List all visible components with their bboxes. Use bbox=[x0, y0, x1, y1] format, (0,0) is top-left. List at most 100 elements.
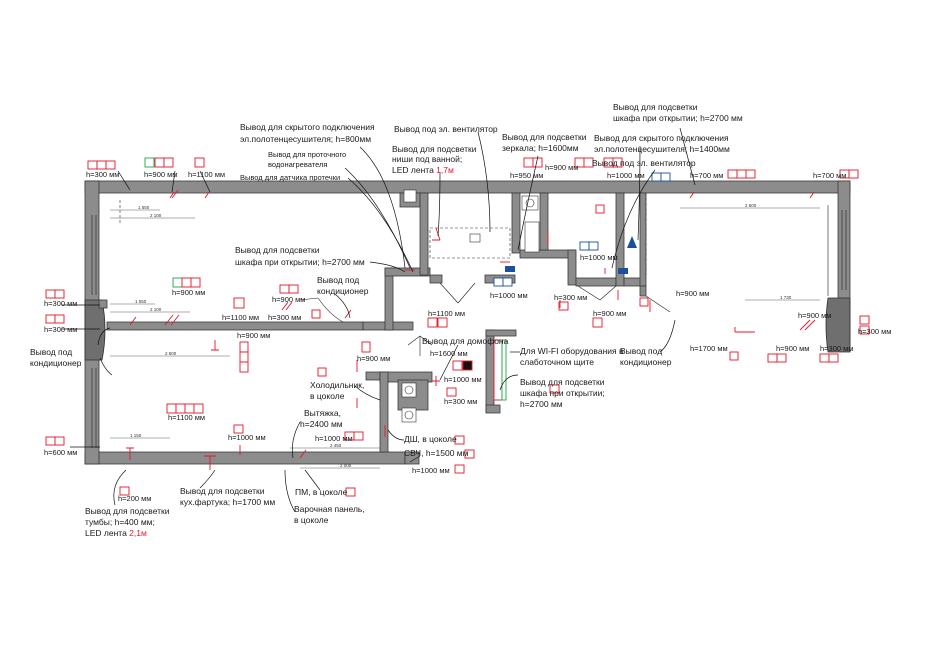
dim-2100-mid: 2 100 bbox=[150, 307, 162, 312]
dim-1550-top: 1 550 bbox=[138, 205, 150, 210]
height-label: h=300 мм bbox=[820, 344, 853, 353]
socket-symbols bbox=[45, 157, 870, 497]
label-wardrobe-hall-2: шкафа при открытии; bbox=[520, 388, 605, 398]
height-label: h=700 мм bbox=[813, 171, 846, 180]
label-niche-light-3: LED лента 1,7м bbox=[392, 165, 454, 175]
height-label: h=1700 мм bbox=[690, 344, 728, 353]
height-label: h=1000 мм bbox=[607, 171, 645, 180]
label-fridge-1: Холодильник, bbox=[310, 380, 364, 390]
height-label: h=900 мм bbox=[144, 170, 177, 179]
dim-2100-top: 2 100 bbox=[150, 213, 162, 218]
label-mirror-light-1: Вывод для подсветки bbox=[502, 132, 587, 142]
dim-1150: 1 150 bbox=[130, 433, 142, 438]
height-label: h=900 мм bbox=[172, 288, 205, 297]
height-label: h=300 мм bbox=[858, 327, 891, 336]
height-label: h=300 мм bbox=[44, 299, 77, 308]
height-label: h=900 мм bbox=[357, 354, 390, 363]
height-label: h=300 мм bbox=[86, 170, 119, 179]
label-wardrobe-left-2: шкафа при открытии; h=2700 мм bbox=[235, 257, 365, 267]
height-label: h=900 мм bbox=[798, 311, 831, 320]
label-cabinet-2: тумбы; h=400 мм; bbox=[85, 517, 155, 527]
label-wifi-2: слаботочном щите bbox=[520, 357, 594, 367]
label-hood-1: Вытяжка, bbox=[304, 408, 341, 418]
label-niche-light-2: ниши под ванной; bbox=[392, 154, 462, 164]
label-ac-left-2: кондиционер bbox=[30, 358, 82, 368]
label-wardrobe-hall-1: Вывод для подсветки bbox=[520, 377, 605, 387]
dim-1730: 1 730 bbox=[780, 295, 792, 300]
dashed-outlines bbox=[119, 193, 647, 275]
label-hidden-towel-dryer-1: Вывод для скрытого подключения bbox=[240, 122, 375, 132]
label-ac-right-2: кондиционер bbox=[620, 357, 672, 367]
height-label: h=1100 мм bbox=[188, 170, 225, 179]
label-water-heater-2: водонагревателя bbox=[268, 160, 327, 169]
height-label: h=1100 мм bbox=[428, 309, 465, 318]
label-wardrobe-top-1: Вывод для подсветки bbox=[613, 102, 698, 112]
height-label: h=1000 мм bbox=[228, 433, 266, 442]
height-label: h=600 мм bbox=[44, 448, 77, 457]
dim-2450: 2 450 bbox=[330, 443, 342, 448]
height-label: h=1000 мм bbox=[580, 253, 618, 262]
leader-lines bbox=[62, 127, 696, 513]
label-ac-center-2: кондиционер bbox=[317, 286, 369, 296]
label-hob-2: в цоколе bbox=[294, 515, 329, 525]
dim-2500: 2 500 bbox=[165, 351, 177, 356]
height-label: h=1100 мм bbox=[168, 413, 205, 422]
label-leak-sensor: Вывод для датчика протечки bbox=[240, 173, 340, 182]
height-label: h=900 мм bbox=[676, 289, 709, 298]
label-niche-light-3b: 1,7м bbox=[436, 165, 454, 175]
doors bbox=[299, 282, 671, 356]
height-label: h=1000 мм bbox=[444, 375, 482, 384]
height-label: h=300 мм bbox=[554, 293, 587, 302]
height-label: h=200 мм bbox=[118, 494, 151, 503]
height-label: h=300 мм bbox=[444, 397, 477, 406]
height-label: h=1600 мм bbox=[430, 349, 468, 358]
label-wifi-1: Для WI-FI оборудования в bbox=[520, 346, 624, 356]
label-hidden-towel-dryer-1b: эл.полотенцесушителя; h=800мм bbox=[240, 134, 371, 144]
label-wardrobe-top-2: шкафа при открытии; h=2700 мм bbox=[613, 113, 743, 123]
label-fan-1: Вывод под эл. вентилятор bbox=[394, 124, 498, 134]
height-label: h=1000 мм bbox=[412, 466, 450, 475]
label-ac-right-1: Вывод под bbox=[620, 346, 662, 356]
height-label: h=1000 мм bbox=[315, 434, 353, 443]
label-hidden-towel-dryer-2b: эл.полотенцесушителя; h=1400мм bbox=[594, 144, 730, 154]
height-label: h=950 мм bbox=[510, 171, 543, 180]
label-water-heater-1: Вывод для проточного bbox=[268, 150, 346, 159]
height-label: h=900 мм bbox=[545, 163, 578, 172]
annotation-labels: Вывод для скрытого подключения эл.полоте… bbox=[30, 102, 743, 538]
windows bbox=[91, 205, 847, 448]
label-microwave: СВЧ, h=1500 мм bbox=[404, 448, 469, 458]
label-mirror-light-2: зеркала; h=1600мм bbox=[502, 143, 579, 153]
dim-2600: 2 600 bbox=[745, 203, 757, 208]
height-labels: h=300 мм h=900 мм h=1100 мм h=300 мм h=3… bbox=[44, 163, 891, 503]
height-label: h=1000 мм bbox=[490, 291, 528, 300]
label-cabinet-3: LED лента 2,1м bbox=[85, 528, 147, 538]
height-label: h=900 мм bbox=[593, 309, 626, 318]
label-wardrobe-hall-3: h=2700 мм bbox=[520, 399, 563, 409]
label-niche-light-3a: LED лента bbox=[392, 165, 436, 175]
height-label: h=300 мм bbox=[44, 325, 77, 334]
label-hidden-towel-dryer-2: Вывод для скрытого подключения bbox=[594, 133, 729, 143]
blue-symbols bbox=[505, 236, 637, 274]
dim-1550-mid: 1 550 bbox=[135, 299, 147, 304]
label-cabinet-3b: 2,1м bbox=[129, 528, 147, 538]
label-fridge-2: в цоколе bbox=[310, 391, 345, 401]
height-label: h=900 мм bbox=[272, 295, 305, 304]
label-cabinet-1: Вывод для подсветки bbox=[85, 506, 170, 516]
red-wiring-marks bbox=[126, 189, 816, 470]
fixtures bbox=[401, 189, 540, 423]
height-label: h=1100 мм bbox=[222, 313, 259, 322]
dim-2000: 2 000 bbox=[340, 463, 352, 468]
label-niche-light-1: Вывод для подсветки bbox=[392, 144, 477, 154]
label-intercom: Вывод для домофона bbox=[422, 336, 509, 346]
label-dw-socket: ПМ, в цоколе bbox=[295, 487, 348, 497]
dimension-lines bbox=[110, 207, 820, 469]
label-wardrobe-left-1: Вывод для подсветки bbox=[235, 245, 320, 255]
height-label: h=700 мм bbox=[690, 171, 723, 180]
label-hood-2: h=2400 мм bbox=[300, 419, 343, 429]
label-kitchen-apron-1: Вывод для подсветки bbox=[180, 486, 265, 496]
label-kitchen-apron-2: кух.фартука; h=1700 мм bbox=[180, 497, 275, 507]
label-fan-2: Вывод под эл. вентилятор bbox=[592, 158, 696, 168]
label-ac-left-1: Вывод под bbox=[30, 347, 72, 357]
label-ac-center-1: Вывод под bbox=[317, 275, 359, 285]
